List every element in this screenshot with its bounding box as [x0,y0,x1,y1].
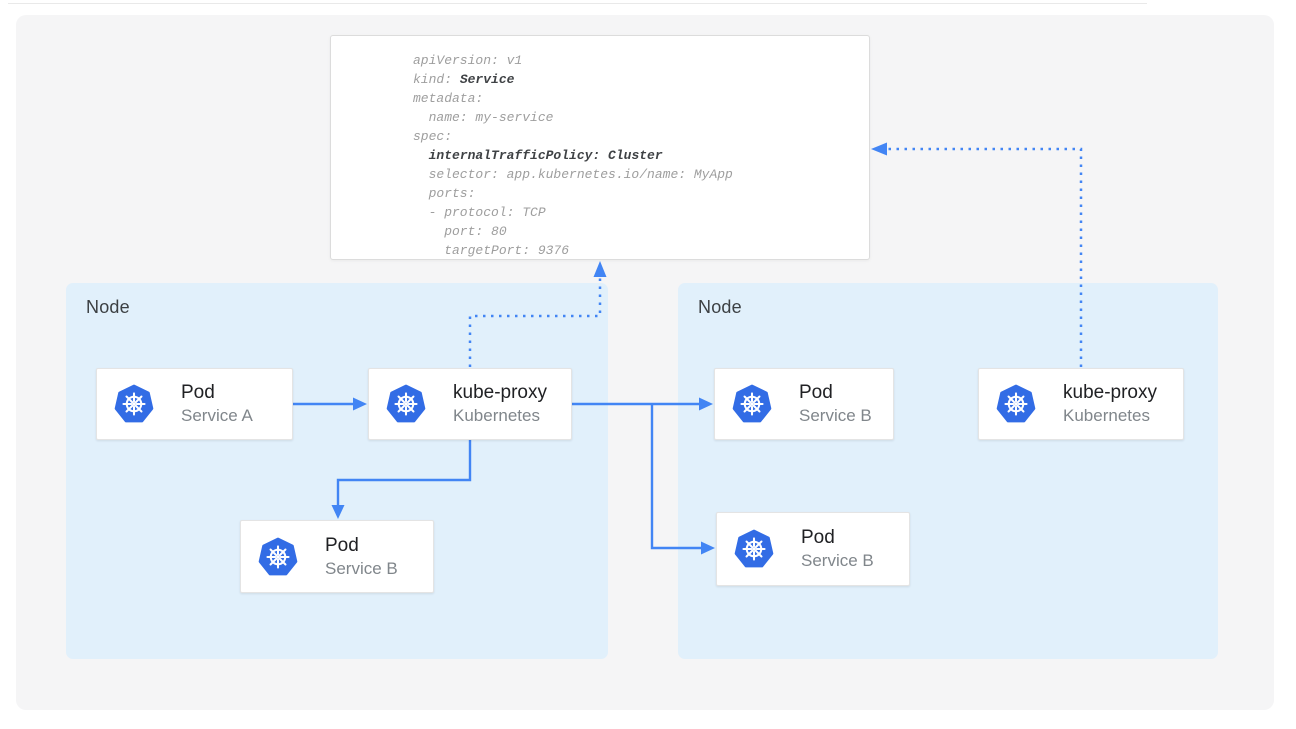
card-text: Pod Service B [325,534,398,580]
card-text: Pod Service B [799,381,872,427]
card-title: Pod [181,382,215,403]
yaml-line: selector: app.kubernetes.io/name: MyApp [413,167,733,182]
node-right: Node [678,283,1218,659]
node-label: Node [86,297,130,317]
card-title: kube-proxy [453,382,547,403]
yaml-line: ports: [413,186,476,201]
yaml-line: port: 80 [413,224,507,239]
yaml-code: apiVersion: v1 kind: Service metadata: nam… [331,36,869,260]
card-subtitle: Service B [799,406,872,425]
yaml-line: apiVersion: v1 [413,53,523,68]
top-divider [8,3,1147,4]
node-left: Node [66,283,608,659]
card-text: Pod Service B [801,526,874,572]
kubernetes-icon [112,382,156,426]
kubernetes-icon [730,382,774,426]
card-title: Pod [325,534,359,556]
card-text: kube-proxy Kubernetes [453,381,547,427]
card-title: Pod [799,382,833,403]
yaml-line: - protocol: TCP [413,205,546,220]
card-pod-service-b-left: Pod Service B [240,520,434,593]
card-title: Pod [801,527,835,548]
card-text: Pod Service A [181,381,253,427]
service-yaml-panel: apiVersion: v1 kind: Service metadata: nam… [330,35,870,260]
yaml-line: metadata: [413,91,484,106]
card-subtitle: Service B [325,558,398,578]
kubernetes-icon [732,527,776,571]
yaml-line: kind: Service [413,72,515,87]
card-kube-proxy-left: kube-proxy Kubernetes [368,368,572,440]
kubernetes-icon [256,535,300,579]
card-subtitle: Kubernetes [1063,406,1150,425]
card-kube-proxy-right: kube-proxy Kubernetes [978,368,1184,440]
card-pod-service-b-right-bottom: Pod Service B [716,512,910,586]
card-pod-service-b-right-top: Pod Service B [714,368,894,440]
yaml-line: internalTrafficPolicy: Cluster [428,148,663,163]
node-label: Node [698,297,742,317]
card-text: kube-proxy Kubernetes [1063,381,1157,427]
yaml-line: targetPort: 9376 [413,243,570,258]
card-subtitle: Kubernetes [453,406,540,425]
card-subtitle: Service B [801,551,874,570]
card-pod-service-a: Pod Service A [96,368,293,440]
card-title: kube-proxy [1063,382,1157,403]
kubernetes-icon [384,382,428,426]
yaml-line: name: my-service [413,110,554,125]
card-subtitle: Service A [181,406,253,425]
kubernetes-icon [994,382,1038,426]
yaml-line: spec: [413,129,453,144]
